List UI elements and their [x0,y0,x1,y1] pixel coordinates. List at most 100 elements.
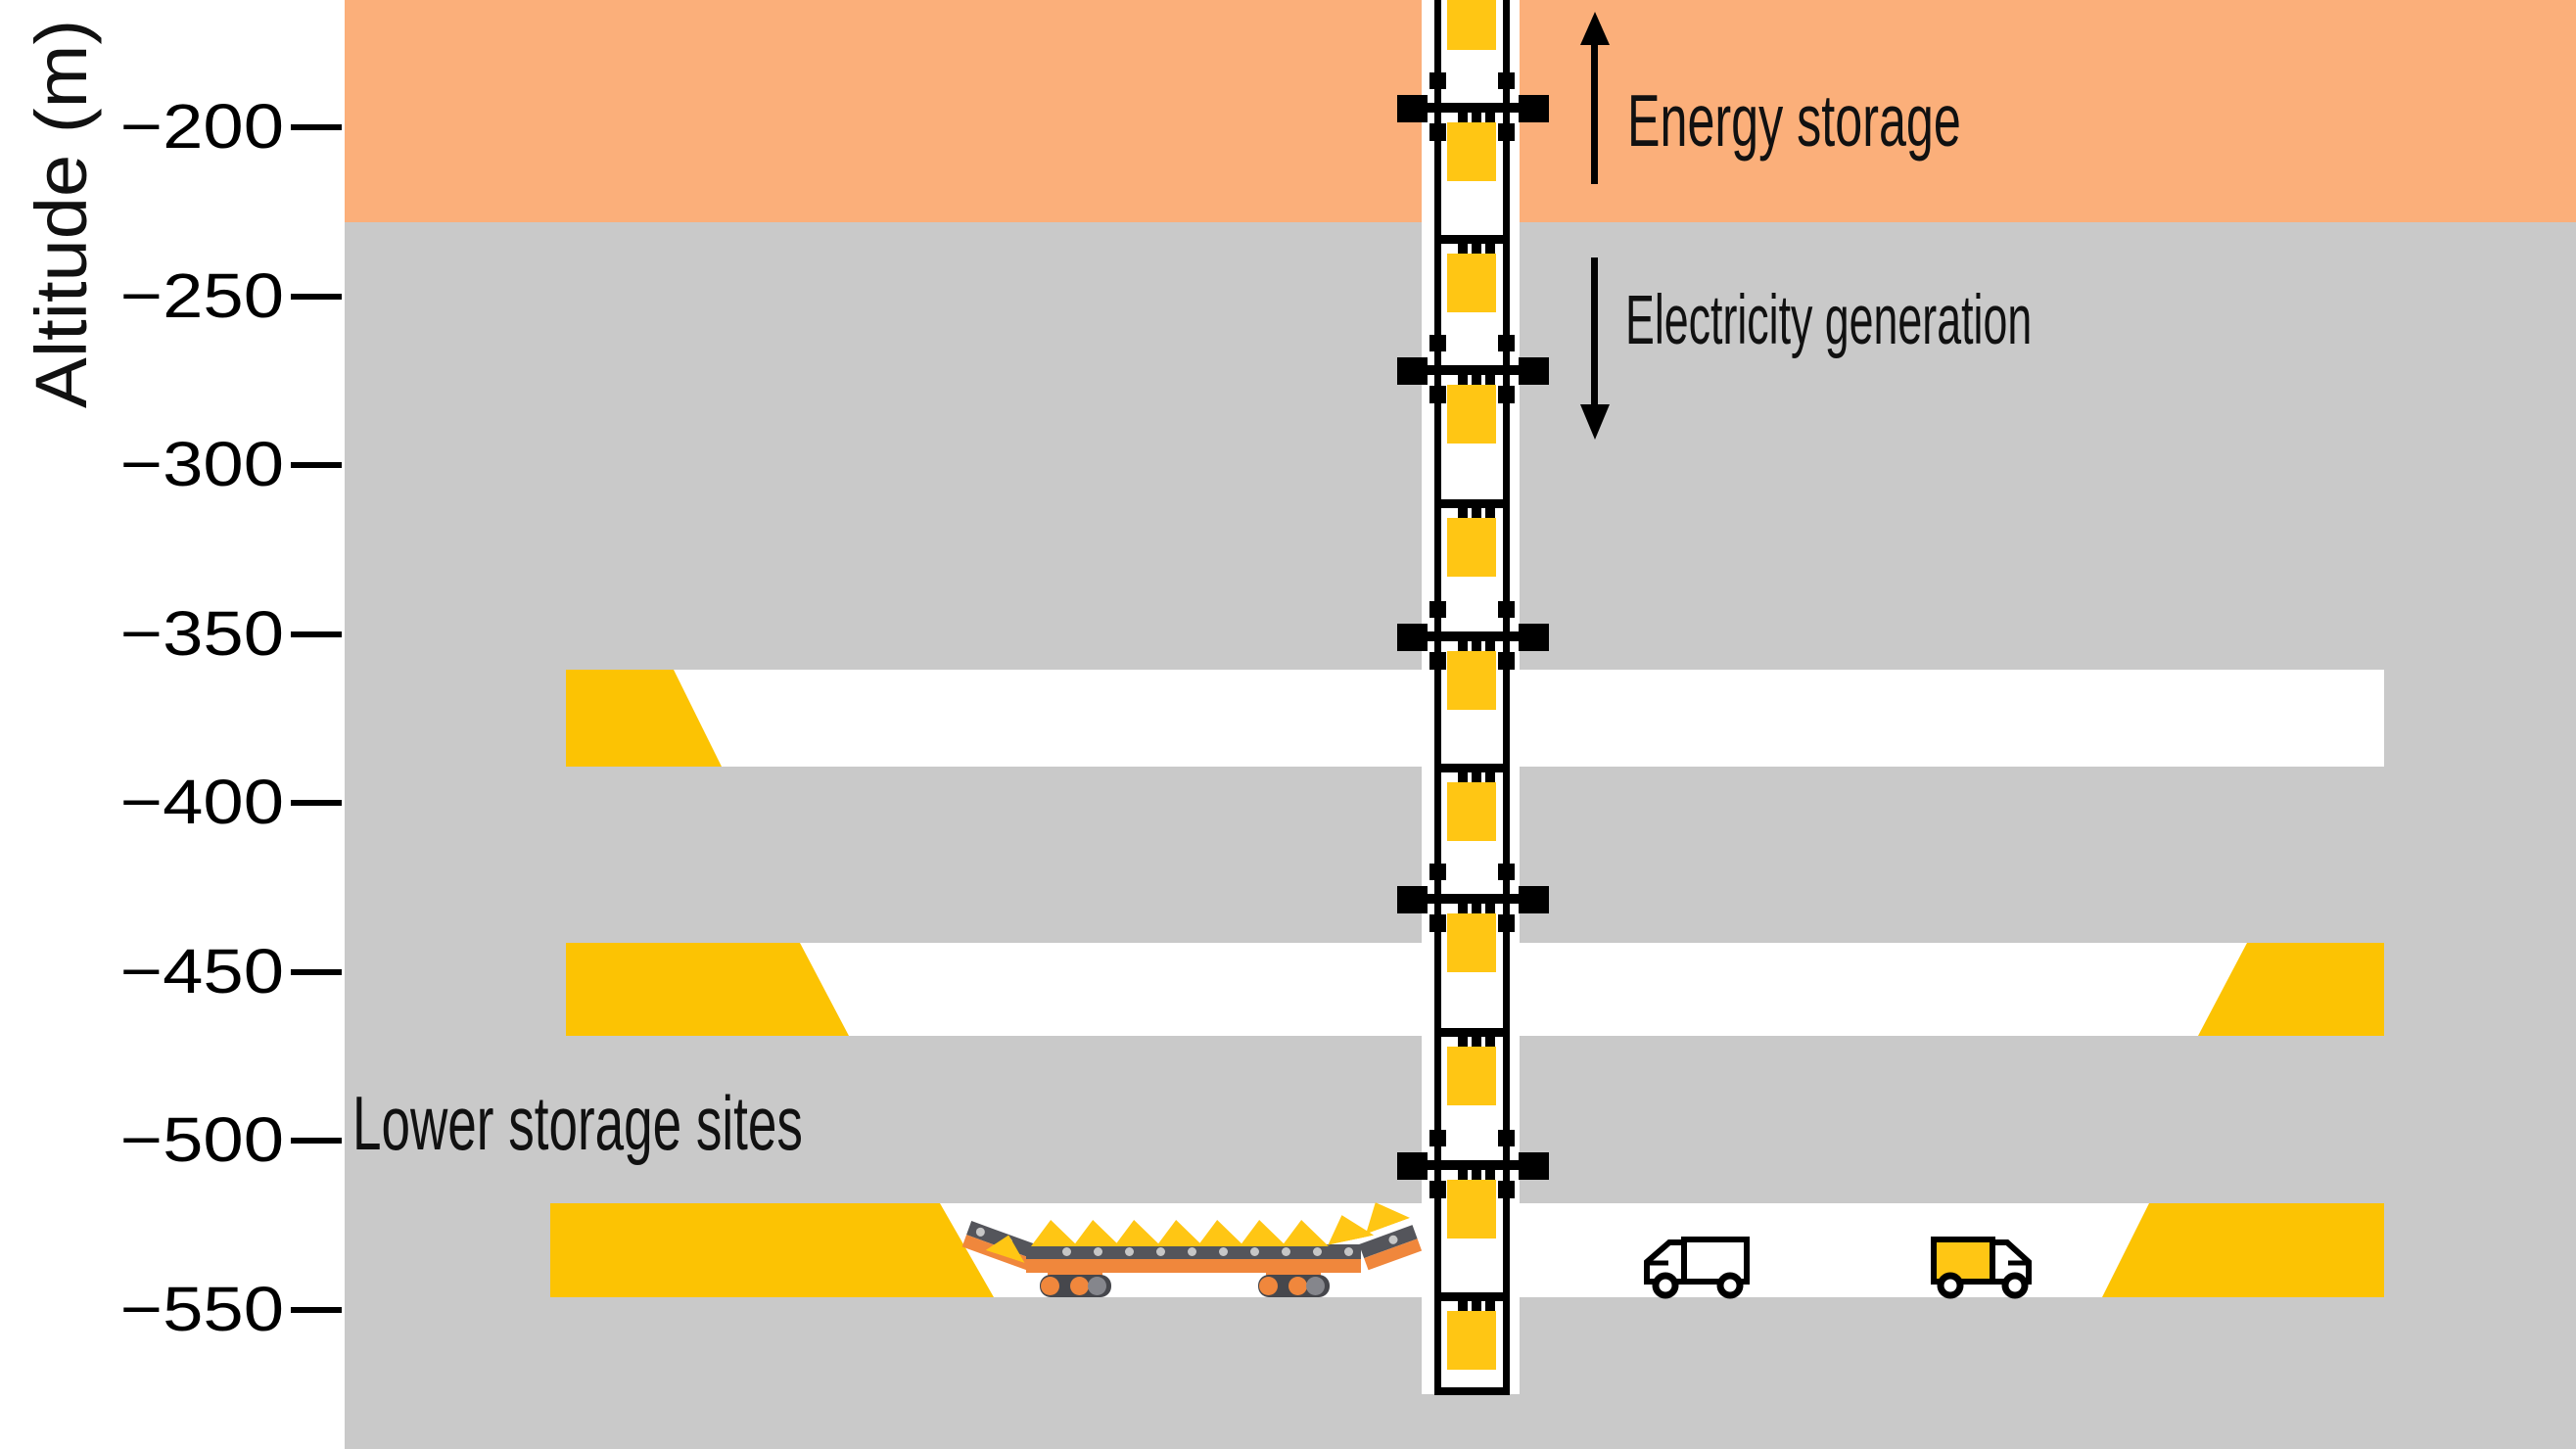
weight-container [1447,913,1496,972]
bracket-rod [1400,631,1547,641]
chain-cross-bar [1434,1292,1510,1301]
truck-loaded-icon [1931,1237,2032,1299]
hanger-tab [1458,1034,1468,1048]
belt-rivet [1219,1247,1228,1256]
rail-knob-upper [1498,864,1515,880]
hanger-tab [1458,770,1468,783]
bracket-block-right [1519,95,1549,122]
bracket-block-left [1397,624,1428,651]
bracket-rod [1400,1160,1547,1170]
rail-knob-upper [1429,864,1446,880]
storage-pile-lower-left [550,1203,994,1297]
rail-knob-lower [1498,386,1515,403]
conveyor-deck [1026,1259,1361,1273]
chain-cross-bar [1434,235,1510,244]
axis-tick-mark [291,294,342,300]
bracket-block-right [1519,1152,1549,1180]
axis-tick-label: −300 [119,429,284,499]
hanger-tab [1485,901,1495,914]
hanger-tab [1485,1298,1495,1312]
hanger-tab [1458,372,1468,386]
rail-knob-upper [1498,72,1515,89]
rail-knob-lower [1498,914,1515,932]
belt-rivet [1125,1247,1134,1256]
truck-empty-icon [1644,1237,1750,1299]
weight-container [1447,782,1496,841]
weight-container [1447,651,1496,710]
hanger-tab [1485,770,1495,783]
bracket-block-left [1397,357,1428,385]
rail-knob-upper [1429,601,1446,618]
axis-tick-label: −400 [119,767,284,837]
bracket-block-right [1519,357,1549,385]
axis-tick-mark [291,124,342,130]
hanger-tab [1485,638,1495,652]
bracket-rod [1400,103,1547,113]
weight-container [1447,122,1496,181]
bracket-rod [1400,365,1547,375]
hanger-tab [1472,1298,1481,1312]
axis-tick-label: −250 [119,260,284,331]
rail-knob-upper [1498,335,1515,351]
hanger-tab [1458,110,1468,123]
track-wheel [1088,1277,1106,1295]
hanger-tab [1485,372,1495,386]
axis-tick-mark [291,631,342,637]
belt-rivet [1313,1247,1322,1256]
rail-knob-lower [1498,652,1515,670]
axis-tick-label: −500 [119,1104,284,1175]
track-wheel [1259,1277,1278,1295]
hanger-tab [1472,372,1481,386]
axis-tick-label: −350 [119,598,284,669]
hanger-tab [1472,770,1481,783]
chain-cross-bar [1434,499,1510,508]
axis-tick-mark [291,800,342,806]
rail-knob-lower [1498,1181,1515,1198]
rail-knob-upper [1429,72,1446,89]
axis-tick-mark [291,1138,342,1144]
hanger-tab [1458,241,1468,255]
hanger-tab [1472,1034,1481,1048]
axis-tick-mark [291,462,342,468]
rail-knob-lower [1429,914,1446,932]
rail-knob-lower [1429,123,1446,141]
rail-knob-upper [1429,335,1446,351]
track-wheel [1041,1277,1059,1295]
track-wheel [1306,1277,1325,1295]
hanger-tab [1485,241,1495,255]
belt-rivet [1094,1247,1102,1256]
chain-cross-bar [1434,1028,1510,1037]
bracket-rod [1400,894,1547,904]
hanger-tab [1485,1167,1495,1181]
chain-cross-bar [1434,764,1510,772]
bracket-block-left [1397,95,1428,122]
shaft-rail-right [1503,0,1510,1387]
hanger-tab [1472,1167,1481,1181]
hanger-tab [1458,1167,1468,1181]
axis-tick-label: −200 [119,91,284,162]
hanger-tab [1458,1298,1468,1312]
hanger-tab [1485,110,1495,123]
storage-pile-middle-left [566,943,849,1036]
shaft-rail-left [1434,0,1441,1387]
hanger-tab [1472,241,1481,255]
belt-rivet [1156,1247,1165,1256]
weight-container [1447,1047,1496,1105]
rail-knob-upper [1498,1130,1515,1146]
shaft-bottom-cap [1434,1387,1510,1395]
lower-storage-sites-label: Lower storage sites [352,1080,803,1166]
hanger-tab [1458,505,1468,519]
electricity-generation-label: Electricity generation [1625,282,2033,359]
weight-container [1447,385,1496,444]
bracket-block-right [1519,624,1549,651]
belt-rivet [1062,1247,1071,1256]
rail-knob-lower [1429,1181,1446,1198]
hanger-tab [1472,505,1481,519]
weight-container [1447,254,1496,312]
bracket-block-right [1519,886,1549,913]
axis-tick-label: −450 [119,936,284,1006]
rail-knob-upper [1498,601,1515,618]
hanger-tab [1485,1034,1495,1048]
hanger-tab [1485,505,1495,519]
